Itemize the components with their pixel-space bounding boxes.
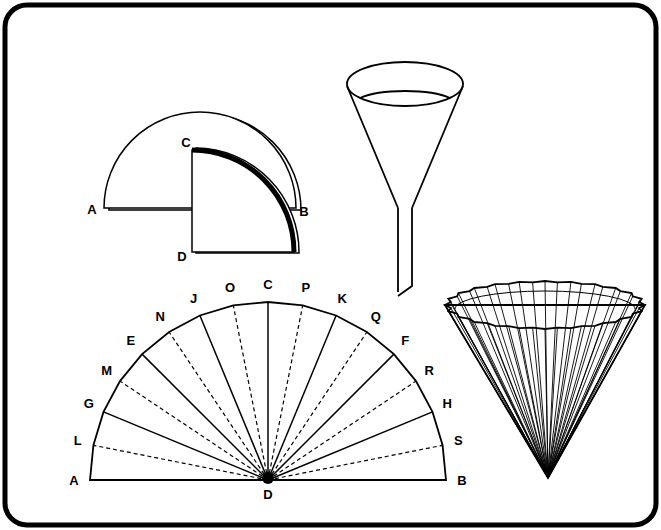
funnel xyxy=(347,62,463,296)
point-label: E xyxy=(127,334,136,347)
fold-center xyxy=(262,472,274,484)
mountain-fold xyxy=(267,302,269,480)
point-label: S xyxy=(454,434,463,447)
point-label: C xyxy=(181,136,190,149)
quarter-thick-edge xyxy=(192,150,294,252)
valley-fold xyxy=(169,332,268,480)
mountain-fold xyxy=(200,316,268,481)
pleat-line xyxy=(545,281,548,478)
point-label: B xyxy=(299,205,308,218)
pleat-line xyxy=(487,287,548,478)
folded-fan xyxy=(90,302,446,484)
pleat-line xyxy=(519,282,548,478)
frame-border xyxy=(5,5,656,525)
point-label: N xyxy=(156,310,165,323)
point-label: J xyxy=(190,292,197,305)
pleat-line xyxy=(548,291,620,478)
point-label: A xyxy=(87,203,96,216)
point-label: D xyxy=(177,250,186,263)
quarter-front xyxy=(192,150,294,252)
pleat-line xyxy=(548,284,581,478)
point-label: B xyxy=(457,474,466,487)
valley-fold xyxy=(233,305,268,480)
valley-fold xyxy=(120,381,268,480)
pleated-cone xyxy=(445,281,645,478)
pleat-line xyxy=(445,305,548,478)
point-label: Q xyxy=(371,310,381,323)
valley-fold xyxy=(268,381,416,480)
valley-fold xyxy=(268,445,443,480)
point-label: P xyxy=(302,281,311,294)
point-label: A xyxy=(69,474,78,487)
point-label: H xyxy=(443,397,452,410)
fan-outline xyxy=(90,302,446,480)
pleat-line xyxy=(548,326,581,478)
mountain-fold xyxy=(268,354,394,480)
pleat-line xyxy=(509,284,548,478)
point-label: O xyxy=(225,281,235,294)
pleat-line xyxy=(474,288,548,478)
mountain-fold xyxy=(142,354,268,480)
pleat-line xyxy=(548,284,595,478)
cone-rim xyxy=(445,281,645,329)
pleat-line xyxy=(548,287,603,478)
cone-inner-rim xyxy=(455,291,635,309)
valley-fold xyxy=(268,332,367,480)
point-label: M xyxy=(101,364,112,377)
point-label: G xyxy=(84,397,94,410)
mountain-fold xyxy=(268,412,433,480)
pleat-line xyxy=(548,296,633,478)
point-label: C xyxy=(263,278,272,291)
point-label: D xyxy=(263,488,272,501)
point-label: F xyxy=(401,334,409,347)
pleat-line xyxy=(548,288,616,478)
point-label: K xyxy=(338,292,347,305)
point-label: L xyxy=(74,434,82,447)
pleat-line xyxy=(470,291,548,478)
point-label: R xyxy=(425,364,434,377)
